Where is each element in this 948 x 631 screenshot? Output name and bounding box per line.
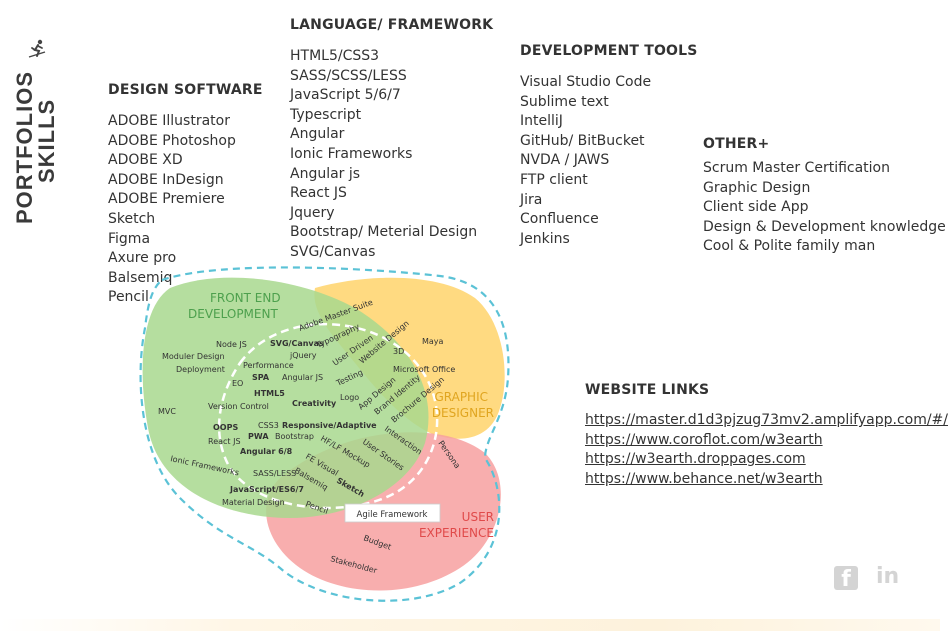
list-item: ADOBE XD [108, 152, 183, 169]
outer-dashed-outline [139, 266, 510, 602]
venn-term: JavaScript/ES6/7 [229, 485, 304, 494]
inner-dashed-outline [217, 323, 439, 510]
development-tools-heading: DEVELOPMENT TOOLS [520, 43, 698, 59]
venn-term: Bootstrap [275, 432, 314, 441]
skills-venn-diagram: FRONT END DEVELOPMENT GRAPHIC DESIGNER U… [139, 266, 510, 602]
venn-term: Logo [340, 393, 359, 402]
skills-title: SKILLS [34, 98, 59, 183]
venn-term: OOPS [213, 423, 238, 432]
venn-term: Version Control [208, 402, 269, 411]
list-item: React JS [290, 185, 347, 202]
linkedin-icon[interactable]: in [876, 564, 900, 589]
list-item: Axure pro [108, 250, 177, 267]
venn-term: Angular 6/8 [240, 447, 293, 456]
venn-term: Moduler Design [162, 352, 225, 361]
venn-term: Deployment [176, 365, 225, 374]
list-item: NVDA / JAWS [520, 152, 610, 169]
list-item: Scrum Master Certification [703, 160, 890, 176]
list-item: FTP client [520, 171, 588, 188]
design-software-list: ADOBE Illustrator ADOBE Photoshop ADOBE … [108, 112, 236, 308]
venn-term: CSS3 [258, 421, 279, 430]
venn-term: EO [232, 379, 243, 388]
list-item: Jenkins [520, 230, 570, 247]
list-item: Cool & Polite family man [703, 238, 876, 255]
list-item: Balsemiq [108, 269, 173, 286]
venn-term: SASS/LESS [253, 469, 296, 478]
skier-icon [28, 39, 46, 58]
graphic-designer-label: GRAPHIC [434, 390, 488, 404]
agile-box [344, 503, 441, 523]
list-item: SASS/SCSS/LESS [290, 67, 407, 84]
other-list: Scrum Master Certification Graphic Desig… [703, 159, 946, 257]
list-item: Typescript [290, 106, 362, 123]
design-software-heading: DESIGN SOFTWARE [108, 82, 263, 98]
venn-term: Microsoft Office [393, 365, 455, 374]
venn-term: Angular JS [282, 373, 323, 382]
development-tools-list: Visual Studio Code Sublime text IntelliJ… [520, 73, 651, 249]
venn-term: SVG/Canvas [270, 339, 324, 348]
front-end-label-2: DEVELOPMENT [188, 307, 278, 321]
list-item: IntelliJ [520, 113, 563, 130]
list-item: Visual Studio Code [520, 74, 652, 90]
list-item: HTML5/CSS3 [290, 48, 380, 64]
list-item: Angular js [290, 165, 361, 182]
user-experience-label-2: EXPERIENCE [419, 526, 494, 540]
list-item: Figma [108, 230, 151, 247]
venn-term: Creativity [292, 399, 337, 408]
bottom-decoration [0, 619, 940, 631]
portfolios-title: PORTFOLIOS [12, 71, 37, 224]
list-item: Sublime text [520, 93, 609, 110]
vertical-title: PORTFOLIOS SKILLS [12, 71, 59, 224]
front-end-label: FRONT END [210, 291, 281, 305]
website-link[interactable]: https://www.coroflot.com/w3earth [585, 431, 823, 448]
website-link[interactable]: https://www.behance.net/w3earth [585, 470, 823, 487]
website-links-heading: WEBSITE LINKS [585, 382, 710, 398]
venn-term: Material Design [222, 498, 285, 507]
list-item: SVG/Canvas [290, 243, 376, 260]
venn-term: PWA [248, 432, 269, 441]
list-item: ADOBE InDesign [108, 171, 224, 188]
list-item: Ionic Frameworks [290, 145, 413, 162]
website-links-list: https://master.d1d3pjzug73mv2.amplifyapp… [585, 411, 948, 489]
list-item: JavaScript 5/6/7 [290, 87, 401, 104]
other-heading: OTHER+ [703, 136, 770, 152]
language-framework-list: HTML5/CSS3 SASS/SCSS/LESS JavaScript 5/6… [290, 47, 477, 263]
list-item: Jquery [290, 204, 335, 221]
list-item: Confluence [520, 211, 599, 228]
list-item: Sketch [108, 210, 156, 227]
list-item: Jira [520, 191, 543, 208]
agile-label: Agile Framework [357, 510, 428, 520]
list-item: Client side App [703, 199, 809, 216]
user-experience-label: USER [462, 510, 494, 524]
facebook-icon[interactable]: f [834, 566, 858, 592]
venn-term: 3D [393, 347, 404, 356]
graphic-designer-label-2: DESIGNER [432, 406, 494, 420]
venn-term: Responsive/Adaptive [282, 421, 377, 430]
list-item: GitHub/ BitBucket [520, 132, 645, 149]
list-item: ADOBE Premiere [108, 191, 225, 208]
list-item: Pencil [108, 289, 149, 306]
website-link[interactable]: https://w3earth.droppages.com [585, 451, 806, 468]
language-framework-heading: LANGUAGE/ FRAMEWORK [290, 17, 494, 33]
front-end-blob [142, 277, 429, 518]
venn-term: SPA [252, 373, 270, 382]
list-item: ADOBE Photoshop [108, 132, 236, 149]
venn-term: Maya [422, 337, 444, 346]
venn-term: Node JS [216, 340, 247, 349]
venn-term: jQuery [289, 351, 317, 360]
venn-term: MVC [158, 407, 176, 416]
list-item: Bootstrap/ Meterial Design [290, 224, 478, 241]
list-item: Angular [290, 126, 345, 143]
venn-term: React JS [208, 437, 241, 446]
list-item: Graphic Design [703, 179, 811, 196]
list-item: Design & Development knowledge [703, 218, 946, 235]
venn-term: Performance [243, 361, 294, 370]
list-item: ADOBE Illustrator [108, 113, 230, 129]
venn-term: HTML5 [254, 389, 285, 398]
website-link[interactable]: https://master.d1d3pjzug73mv2.amplifyapp… [585, 412, 948, 428]
